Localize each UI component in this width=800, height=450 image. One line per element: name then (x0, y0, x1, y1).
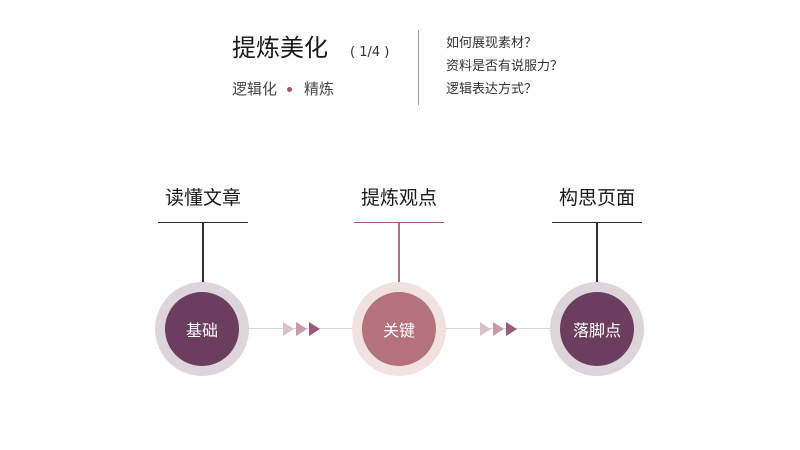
step-label-read: 读懂文章 (164, 187, 241, 209)
step-rule (158, 222, 248, 223)
step-stem (596, 223, 598, 283)
step-node-landing: 落脚点 (560, 292, 634, 366)
subtitle: 逻辑化 精炼 (232, 78, 334, 100)
step-rule (552, 222, 642, 223)
page-title: 提炼美化 (232, 34, 328, 62)
question-item: 逻辑表达方式？ (446, 82, 538, 97)
step-rule (354, 222, 444, 223)
step-stem (398, 223, 400, 283)
step-node-basic: 基础 (165, 292, 239, 366)
step-label-extract: 提炼观点 (360, 187, 437, 209)
page-indicator: ( 1/4 ) (350, 45, 390, 60)
bullet-dot-icon (287, 86, 293, 92)
subtitle-right: 精炼 (304, 80, 335, 98)
step-stem (202, 223, 204, 283)
arrow-right-icon (296, 322, 307, 336)
step-node-key: 关键 (362, 292, 436, 366)
arrow-right-icon (506, 322, 517, 336)
subtitle-left: 逻辑化 (232, 80, 278, 98)
question-item: 资料是否有说服力？ (446, 59, 564, 74)
question-item: 如何展现素材？ (446, 36, 538, 51)
question-list: 如何展现素材？ 资料是否有说服力？ 逻辑表达方式？ (446, 32, 563, 101)
arrow-right-icon (309, 322, 320, 336)
header-divider (418, 30, 419, 105)
arrow-right-icon (283, 322, 294, 336)
arrow-right-icon (493, 322, 504, 336)
arrow-right-icon (480, 322, 491, 336)
step-label-design: 构思页面 (558, 187, 635, 209)
